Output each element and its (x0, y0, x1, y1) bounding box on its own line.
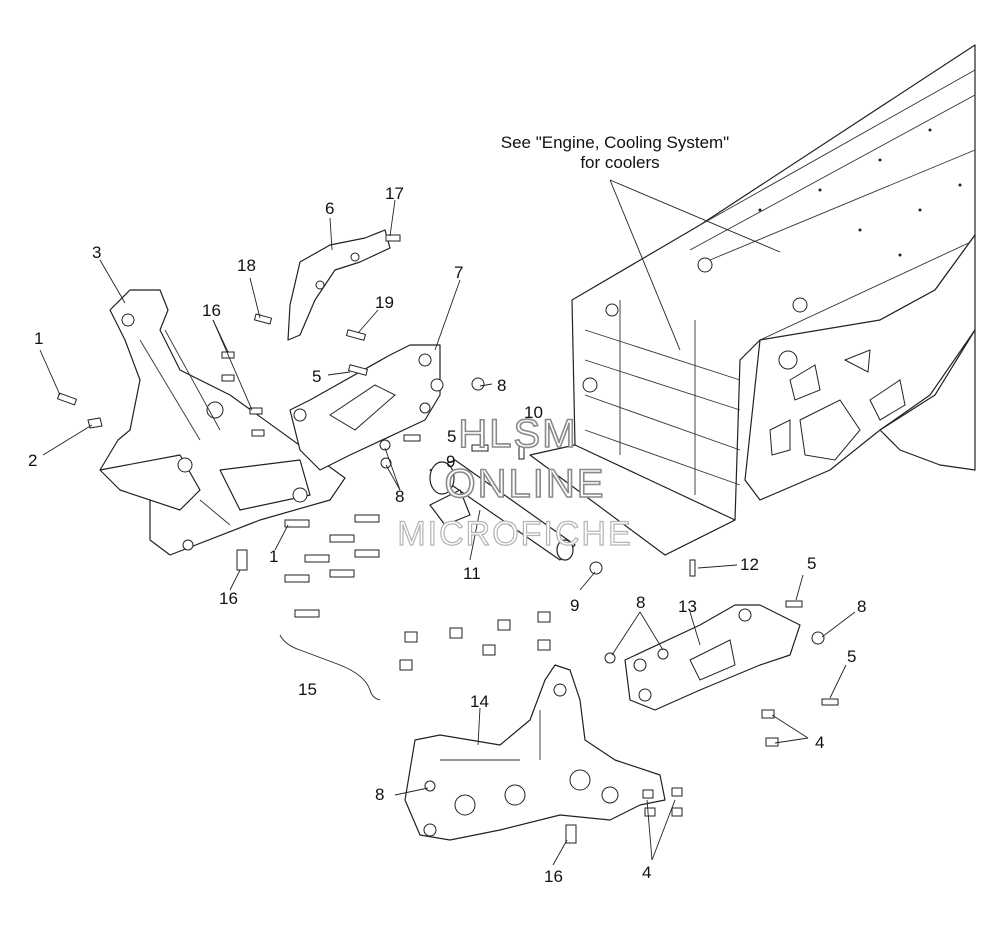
chassis-tunnel (529, 44, 976, 556)
callout-19: 19 (375, 293, 394, 312)
callout-8-right-pair: 8 (636, 593, 645, 612)
watermark-line-3: MICROFICHE (397, 515, 632, 553)
callout-5-upper: 5 (312, 367, 321, 386)
watermark-line-2: ONLINE (445, 462, 606, 506)
callout-5-middle: 5 (447, 427, 456, 446)
nuts-8 (379, 377, 825, 792)
bolts-4 (642, 709, 779, 817)
pin-12 (689, 559, 696, 577)
callout-8-middle: 8 (395, 487, 404, 506)
callout-5-right-upper: 5 (807, 554, 816, 573)
bolt-5-b (403, 434, 421, 442)
bolt-5-d (821, 698, 839, 706)
callout-9-lower: 9 (570, 596, 579, 615)
callout-2: 2 (28, 451, 37, 470)
note-leaders (609, 179, 781, 351)
callout-11: 11 (463, 564, 481, 583)
callout-4-right: 4 (815, 733, 824, 752)
bracket-6 (287, 229, 391, 341)
bolt-5-c (785, 600, 803, 608)
callout-16-left: 16 (219, 589, 238, 608)
callout-labels: 1 2 3 16 18 6 17 19 7 5 8 10 5 9 8 1 16 … (28, 184, 866, 886)
frame-14 (404, 664, 666, 841)
fastener-group (56, 234, 839, 844)
nut-9 (589, 561, 603, 575)
front-bulkhead-left (99, 289, 346, 556)
callout-4-bottom: 4 (642, 863, 651, 882)
note-line-1: See "Engine, Cooling System" (501, 133, 729, 152)
bolts-15 (284, 514, 380, 618)
callout-10: 10 (524, 403, 543, 422)
bolt-9-upper (471, 444, 489, 452)
callout-18: 18 (237, 256, 256, 275)
bolt-1-left (56, 392, 78, 406)
bracket-7 (289, 344, 441, 471)
note-line-2: for coolers (580, 153, 659, 172)
callout-13: 13 (678, 597, 697, 616)
bolts-16-lower (399, 611, 577, 844)
bolt-19 (345, 329, 367, 341)
shaft-11 (429, 459, 576, 561)
callout-1-left: 1 (34, 329, 43, 348)
callout-6: 6 (325, 199, 334, 218)
callout-7: 7 (454, 263, 463, 282)
bolt-5-a (347, 364, 369, 376)
callout-8-right: 8 (857, 597, 866, 616)
callout-16-bottom: 16 (544, 867, 563, 886)
callout-1-center: 1 (269, 547, 278, 566)
callout-3: 3 (92, 243, 101, 262)
callout-8-lower: 8 (375, 785, 384, 804)
pin-10 (518, 444, 525, 460)
callout-14: 14 (470, 692, 489, 711)
callout-9-upper: 9 (446, 452, 455, 471)
leader-lines (39, 199, 856, 866)
callout-12: 12 (740, 555, 759, 574)
callout-15: 15 (298, 680, 317, 699)
callout-17: 17 (385, 184, 404, 203)
callout-5-right-lower: 5 (847, 647, 856, 666)
bolt-18 (253, 313, 273, 325)
watermark-line-1: HLSM (458, 412, 577, 456)
callout-8-upper: 8 (497, 376, 506, 395)
bracket-13 (624, 604, 801, 711)
callout-16-upper-left: 16 (202, 301, 221, 320)
bolt-17 (385, 234, 401, 242)
